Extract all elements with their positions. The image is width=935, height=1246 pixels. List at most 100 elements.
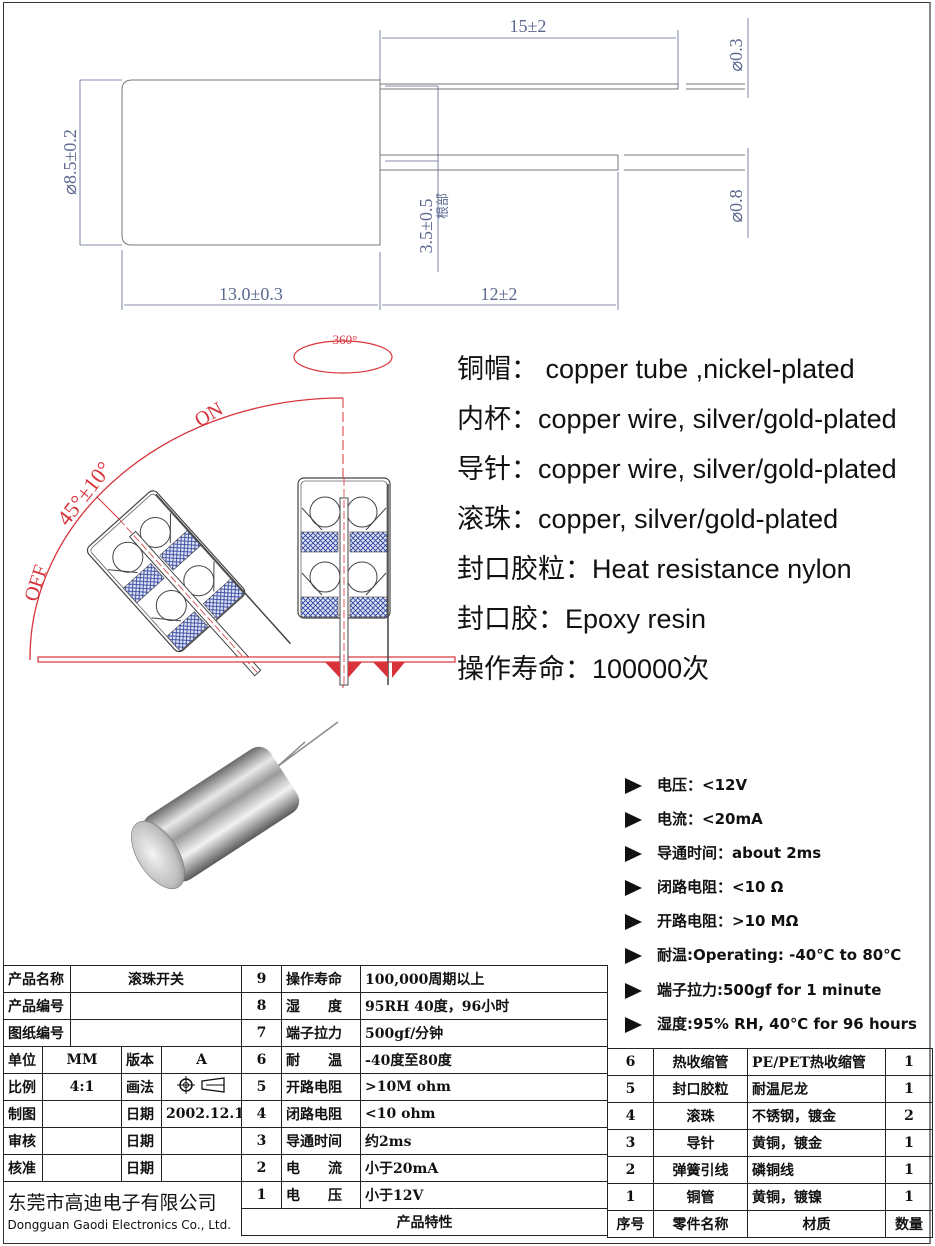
unit-label: 单位 (3, 1046, 43, 1074)
char-value: 小于12V (360, 1181, 609, 1209)
spec-text: 闭路电阻：<10 Ω (657, 878, 784, 896)
spec-item: 端子拉力:500gf for 1 minute (625, 980, 881, 1000)
part-qty: 1 (885, 1129, 933, 1157)
char-no: 3 (241, 1127, 283, 1155)
material-label: 铜帽： (457, 354, 538, 384)
char-value: 100,000周期以上 (360, 965, 609, 993)
char-item: 电 压 (281, 1181, 362, 1209)
material-item: 导针：copper wire, silver/gold-plated (457, 454, 897, 484)
part-no: 5 (607, 1075, 654, 1103)
material-label: 导针： (457, 454, 538, 484)
table-row: 产品编号 8 湿 度 95RH 40度，96小时 (3, 992, 609, 1020)
char-no: 8 (241, 992, 283, 1020)
company-name-en: Dongguan Gaodi Electronics Co., Ltd. (7, 1217, 232, 1232)
version-value: A (160, 1046, 243, 1074)
part-qty: 2 (885, 1102, 933, 1130)
material-value: Heat resistance nylon (592, 554, 852, 584)
rotation-indicator (293, 340, 393, 374)
char-value: 95RH 40度，96小时 (360, 992, 609, 1020)
char-no: 6 (241, 1046, 283, 1074)
drawing-frame (3, 2, 931, 1244)
part-name: 铜管 (653, 1183, 748, 1211)
projection-symbol (160, 1073, 243, 1101)
char-value: <10 ohm (360, 1100, 609, 1128)
date-label: 日期 (121, 1100, 162, 1128)
part-qty: 1 (885, 1075, 933, 1103)
table-row: 产品特性 (4, 1208, 609, 1236)
material-value: copper tube ,nickel-plated (538, 354, 855, 384)
char-item: 湿 度 (281, 992, 362, 1020)
table-row: 产品名称 滚珠开关 9 操作寿命 100,000周期以上 (3, 965, 609, 993)
date-label: 日期 (121, 1127, 162, 1155)
scale-label: 比例 (3, 1073, 43, 1101)
char-item: 导通时间 (281, 1127, 362, 1155)
checked-label: 审核 (3, 1127, 43, 1155)
material-item: 滚珠：copper, silver/gold-plated (457, 504, 838, 534)
product-name: 滚珠开关 (69, 965, 243, 993)
table-row: 审核 日期 3 导通时间 约2ms (3, 1127, 609, 1155)
table-row: 比例 4:1 画法 5 开路电阻 >10M ohm (3, 1073, 609, 1101)
char-item: 闭路电阻 (281, 1100, 362, 1128)
spec-item: 闭路电阻：<10 Ω (625, 877, 783, 897)
char-item: 操作寿命 (281, 965, 362, 993)
dim-bottom-lead-length: 12±2 (481, 284, 518, 304)
company-name-cn: 东莞市高迪电子有限公司 (7, 1191, 217, 1214)
dimension-drawing: 15±2 ⌀0.3 ⌀8.5±0.2 3.5±0.5 根部 ⌀0.8 13.0±… (60, 16, 749, 310)
material-value: copper, silver/gold-plated (538, 504, 839, 534)
version-label: 版本 (121, 1046, 162, 1074)
part-material: PE/PET热收缩管 (747, 1048, 886, 1076)
tilt-arc (29, 397, 344, 661)
char-value: 500gf/分钟 (360, 1019, 609, 1047)
part-material: 黄铜，镀金 (747, 1129, 886, 1157)
material-item: 封口胶粒：Heat resistance nylon (457, 554, 852, 584)
spec-text: 端子拉力:500gf for 1 minute (657, 981, 882, 999)
arrow-bullet-icon (625, 1016, 642, 1033)
product-no (69, 992, 243, 1020)
char-value: -40度至80度 (360, 1046, 609, 1074)
char-item: 端子拉力 (281, 1019, 362, 1047)
characteristics-title: 产品特性 (241, 1208, 609, 1236)
unit-value: MM (42, 1046, 122, 1074)
dim-body-length: 13.0±0.3 (219, 284, 283, 304)
part-qty: 1 (885, 1183, 933, 1211)
char-no: 9 (241, 965, 283, 993)
arrow-bullet-icon (625, 811, 642, 828)
spec-text: 开路电阻：>10 MΩ (657, 912, 799, 930)
part-no: 3 (607, 1129, 654, 1157)
drawn-by (42, 1100, 122, 1128)
spec-item: 电流：<20mA (625, 809, 763, 829)
table-row: 制图 日期 2002.12.11 4 闭路电阻 <10 ohm (3, 1100, 609, 1128)
date-label: 日期 (121, 1154, 162, 1182)
mechanism-diagram: 360° ON 45°±10° OFF (20, 332, 456, 700)
spec-text: 耐温:Operating: -40℃ to 80℃ (657, 946, 902, 964)
char-item: 开路电阻 (281, 1073, 362, 1101)
material-item: 操作寿命：100000次 (457, 654, 709, 684)
part-name: 封口胶粒 (653, 1075, 748, 1103)
part-no: 1 (607, 1183, 654, 1211)
char-value: >10M ohm (360, 1073, 609, 1101)
product-photo (131, 721, 339, 889)
header-name: 零件名称 (653, 1210, 748, 1238)
solder-joints (325, 662, 405, 678)
company-block: 东莞市高迪电子有限公司 Dongguan Gaodi Electronics C… (3, 1181, 243, 1236)
char-no: 2 (241, 1154, 283, 1182)
char-value: 约2ms (360, 1127, 609, 1155)
top-lead (379, 83, 679, 90)
material-value: 100000次 (592, 654, 710, 684)
part-no: 2 (607, 1156, 654, 1184)
arrow-bullet-icon (625, 845, 642, 862)
dim-top-lead-diameter: ⌀0.3 (726, 38, 746, 71)
dim-top-lead-length: 15±2 (510, 16, 547, 36)
header-qty: 数量 (885, 1210, 933, 1238)
material-label: 封口胶粒： (457, 554, 592, 584)
approved-date (160, 1154, 243, 1182)
drawn-date: 2002.12.11 (160, 1100, 243, 1128)
material-item: 铜帽： copper tube ,nickel-plated (457, 354, 855, 384)
dim-root-label: 根部 (435, 193, 450, 219)
switch-outline-side-view (121, 79, 745, 246)
table-header-row: 序号零件名称材质数量 (607, 1210, 933, 1238)
